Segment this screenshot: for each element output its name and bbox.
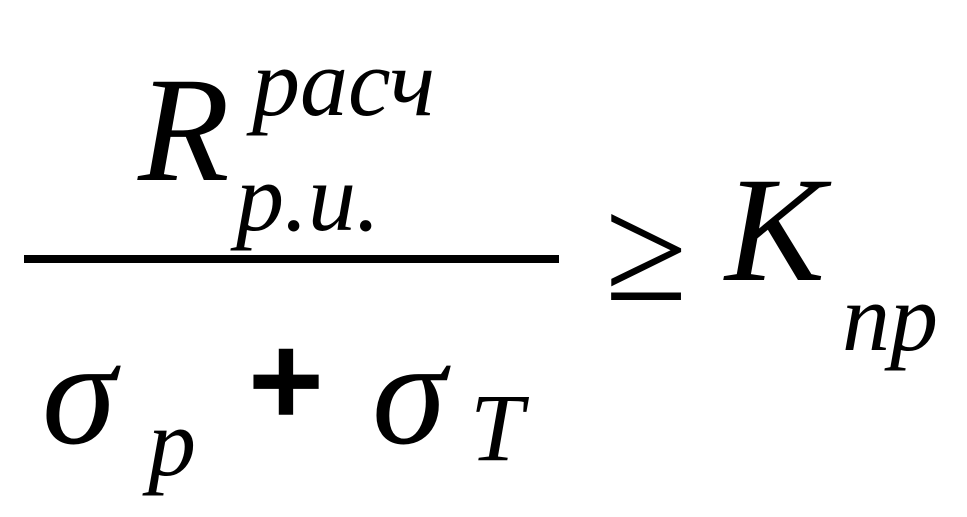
denominator-term2-subscript: T [470, 374, 524, 481]
denominator-term1-subscript: р [148, 389, 196, 496]
denominator-term2-symbol: σ [372, 310, 446, 476]
rhs-base: K [725, 147, 826, 313]
fraction-bar [24, 255, 559, 263]
numerator-base: R [138, 47, 230, 213]
plus-operator: + [248, 307, 324, 453]
denominator-term1-symbol: σ [42, 310, 116, 476]
numerator-subscript: р.и. [236, 144, 380, 251]
relation-symbol: ≥ [605, 167, 688, 333]
numerator-superscript: расч [252, 29, 436, 136]
rhs-subscript: пр [842, 264, 938, 371]
